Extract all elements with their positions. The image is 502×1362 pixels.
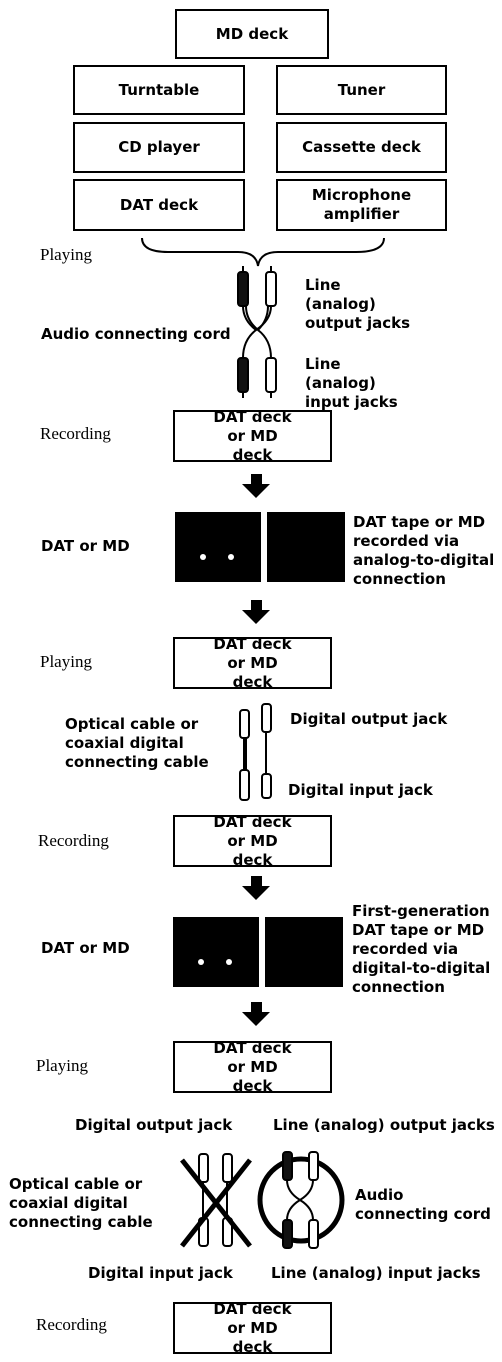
turntable-box: Turntable <box>73 65 245 115</box>
digital-cable-icon <box>239 703 272 801</box>
digital-input-label: Digital input jack <box>288 781 433 799</box>
media-desc-2: First-generation DAT tape or MD recorded… <box>352 902 491 996</box>
audio-cord-label: Audio connecting cord <box>41 325 231 343</box>
media-dat-1 <box>175 512 261 582</box>
deck-box-5: DAT deck or MD deck <box>173 1300 332 1356</box>
deck-box-2: DAT deck or MD deck <box>173 635 332 691</box>
step-recording-2: Recording <box>38 831 109 850</box>
step-recording-3: Recording <box>36 1315 107 1334</box>
step-recording-1: Recording <box>40 424 111 443</box>
digital-cable-label: Optical cable or coaxial digital connect… <box>65 715 209 771</box>
microphone-amplifier-box: Microphone amplifier <box>276 179 447 231</box>
source-brace <box>141 237 385 267</box>
step-playing-1: Playing <box>40 245 92 264</box>
circled-analog-cord-ring <box>257 1156 345 1244</box>
media-desc-1: DAT tape or MD recorded via analog-to-di… <box>353 513 495 588</box>
media-dat-2 <box>173 917 259 987</box>
down-arrow-3 <box>242 876 270 900</box>
media-md-1 <box>267 512 345 582</box>
down-arrow-4 <box>242 1002 270 1026</box>
deck-box-1: DAT deck or MD deck <box>173 408 332 464</box>
tuner-box: Tuner <box>276 65 447 115</box>
dat-deck-box: DAT deck <box>73 179 245 231</box>
media-dat-2-dot-a <box>198 959 204 965</box>
deck-box-3: DAT deck or MD deck <box>173 813 332 869</box>
final-analog-output-label: Line (analog) output jacks <box>273 1116 495 1134</box>
media-label-2: DAT or MD <box>41 939 130 957</box>
input-jacks-label: Line (analog) input jacks <box>305 355 398 411</box>
cd-player-box: CD player <box>73 122 245 173</box>
final-analog-input-label: Line (analog) input jacks <box>271 1264 481 1282</box>
audio-cord-icon <box>237 266 277 398</box>
md-deck-box: MD deck <box>175 9 329 59</box>
digital-output-label: Digital output jack <box>290 710 448 728</box>
final-digital-output-label: Digital output jack <box>75 1116 233 1134</box>
step-playing-2: Playing <box>40 652 92 671</box>
cassette-deck-box: Cassette deck <box>276 122 447 173</box>
cross-out-stroke-b <box>180 1158 252 1248</box>
media-dat-1-dot-a <box>200 554 206 560</box>
step-playing-3: Playing <box>36 1056 88 1075</box>
media-label-1: DAT or MD <box>41 537 130 555</box>
down-arrow-2 <box>242 600 270 624</box>
down-arrow-1 <box>242 474 270 498</box>
media-md-2 <box>265 917 343 987</box>
output-jacks-label: Line (analog) output jacks <box>305 276 411 332</box>
final-digital-cable-label: Optical cable or coaxial digital connect… <box>9 1175 153 1231</box>
final-digital-input-label: Digital input jack <box>88 1264 233 1282</box>
final-audio-cord-label: Audio connecting cord <box>355 1186 491 1223</box>
media-dat-1-dot-b <box>228 554 234 560</box>
deck-box-4: DAT deck or MD deck <box>173 1039 332 1095</box>
media-dat-2-dot-b <box>226 959 232 965</box>
circled-analog-cord-icon <box>282 1151 319 1249</box>
